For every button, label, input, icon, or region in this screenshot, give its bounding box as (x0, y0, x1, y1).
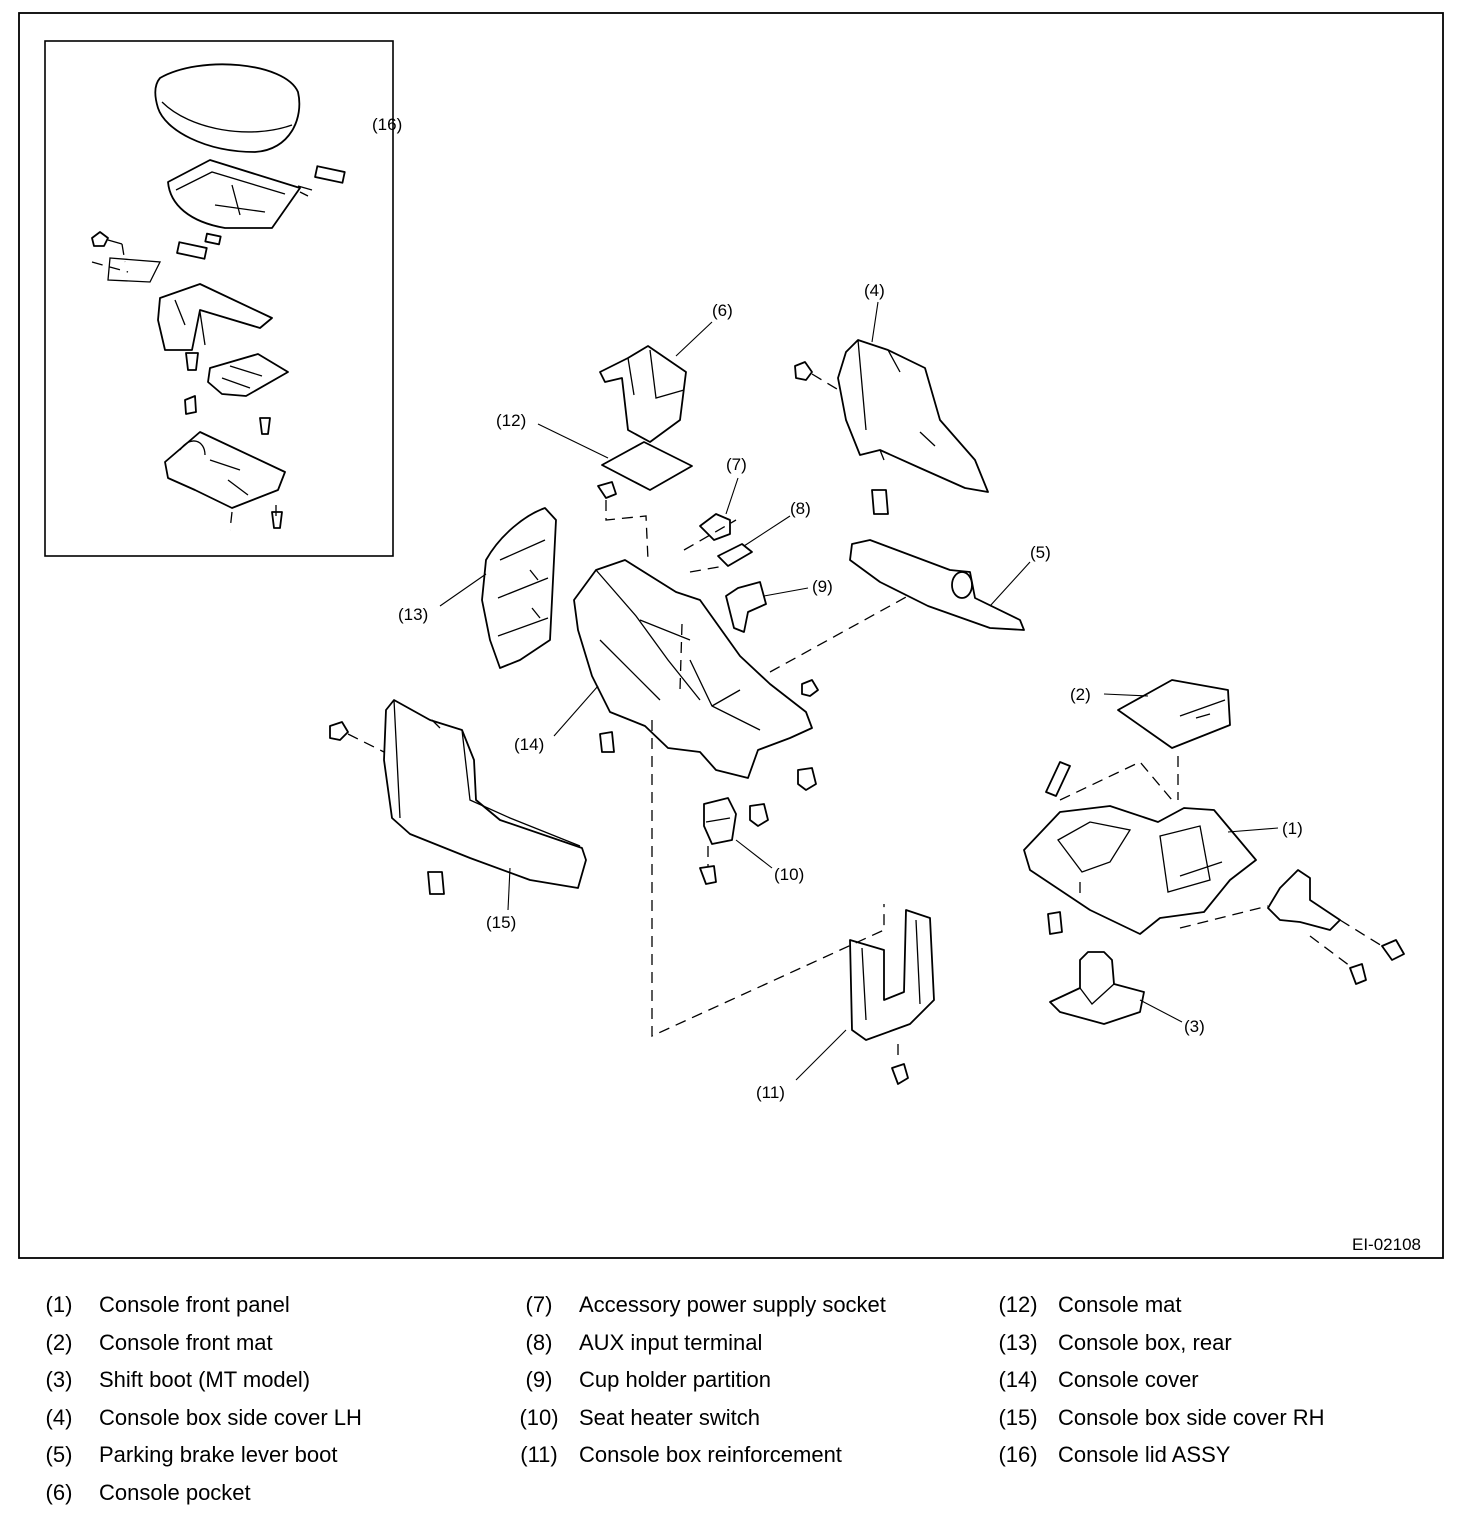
seat-heater-screw (699, 865, 717, 885)
legend-part-name: Console mat (1058, 1292, 1182, 1317)
lh-cover-clip (871, 489, 889, 515)
legend-part-name: Console cover (1058, 1367, 1199, 1392)
legend-number: (10) (519, 1404, 559, 1430)
legend-number: (7) (525, 1292, 553, 1317)
callout-4: (4) (864, 281, 885, 300)
rh-cover-clip (427, 871, 445, 895)
callout-3: (3) (1184, 1017, 1205, 1036)
parts-legend: (1) Console front panel (2) Console front … (0, 1290, 1472, 1515)
callout-10: (10) (774, 865, 804, 884)
aux-terminal-part (717, 543, 753, 567)
legend-part-name: AUX input terminal (579, 1329, 763, 1355)
callout-12: (12) (496, 411, 526, 430)
parking-brake-boot-part (849, 539, 1025, 631)
console-cover-front-screw (801, 679, 819, 697)
console-box-side-cover-lh-part (837, 339, 989, 493)
console-pocket-part (599, 345, 687, 443)
front-panel-clip (1047, 911, 1063, 935)
legend-part-name: Console box, rear (1058, 1329, 1232, 1355)
legend-number: (15) (998, 1404, 1038, 1430)
callout-2: (2) (1070, 685, 1091, 704)
accessory-socket-part (699, 513, 731, 541)
console-box-side-cover-rh-part (383, 699, 587, 889)
rh-cover-screw (329, 721, 349, 741)
cup-holder-partition-part (725, 581, 767, 633)
legend-number: (14) (998, 1367, 1038, 1392)
console-cover-rear-screw (597, 481, 617, 499)
legend-part-name: Parking brake lever boot (99, 1442, 338, 1467)
figure-id: EI-02108 (1352, 1235, 1421, 1254)
lh-cover-screw (794, 361, 813, 381)
bracket-clip (1381, 939, 1405, 961)
callout-14: (14) (514, 735, 544, 754)
console-mat-part (601, 441, 693, 491)
shift-boot-part (1049, 951, 1145, 1025)
legend-number: (1) (45, 1292, 73, 1317)
legend-number: (12) (998, 1292, 1038, 1317)
legend-number: (3) (45, 1367, 73, 1392)
reinforcement-screw (891, 1063, 909, 1085)
console-cover-push-clip (797, 767, 817, 791)
seat-heater-push-clip (749, 803, 769, 827)
legend-part-name: Console box reinforcement (579, 1442, 842, 1467)
callout-16: (16) (372, 115, 402, 134)
legend-number: (6) (45, 1479, 73, 1505)
console-cover-clip (599, 731, 615, 753)
legend-part-name: Accessory power supply socket (579, 1292, 886, 1317)
legend-number: (2) (45, 1329, 73, 1355)
legend-part-name: Console front panel (99, 1292, 290, 1317)
console-box-rear-part (481, 507, 557, 669)
console-lid-inset-frame (44, 40, 394, 557)
callout-7: (7) (726, 455, 747, 474)
console-front-panel-part (1023, 805, 1257, 935)
legend-number: (8) (525, 1329, 553, 1355)
legend-number: (13) (998, 1329, 1038, 1355)
legend-number: (11) (520, 1442, 558, 1467)
callout-13: (13) (398, 605, 428, 624)
front-panel-bracket-part (1267, 869, 1341, 931)
legend-part-name: Cup holder partition (579, 1367, 772, 1392)
callout-9: (9) (812, 577, 833, 596)
seat-heater-switch-part (703, 797, 737, 845)
legend-number: (4) (45, 1404, 73, 1430)
legend-number: (16) (998, 1442, 1038, 1467)
callout-11: (11) (756, 1083, 785, 1102)
callout-5: (5) (1030, 543, 1051, 562)
callout-labels: (16) (6) (4) (12) (7) (8) (9) (5) (13) (… (372, 115, 1303, 1102)
legend-part-name: Seat heater switch (579, 1404, 760, 1430)
diagram-frame (18, 12, 1444, 1259)
legend-part-name: Console box side cover RH (1058, 1404, 1325, 1430)
legend-part-name: Console box side cover LH (99, 1404, 362, 1430)
bracket-screw (1349, 963, 1367, 985)
callout-6: (6) (712, 301, 733, 320)
console-front-mat-part (1117, 679, 1231, 749)
callout-8: (8) (790, 499, 811, 518)
legend-part-name: Console lid ASSY (1058, 1442, 1231, 1467)
legend-part-name: Console front mat (99, 1329, 273, 1355)
legend-part-name: Console pocket (99, 1479, 251, 1505)
exploded-parts-diagram: (16) (6) (4) (12) (7) (8) (9) (5) (13) (… (18, 12, 1444, 1259)
callout-15: (15) (486, 913, 516, 932)
callout-1: (1) (1282, 819, 1303, 838)
legend-part-name: Shift boot (MT model) (99, 1367, 311, 1392)
legend-number: (9) (525, 1367, 553, 1392)
shift-indicator-part (1045, 761, 1071, 797)
legend-number: (5) (45, 1442, 73, 1467)
console-cover-part (573, 559, 813, 779)
console-lid-assy-parts (91, 63, 346, 531)
console-box-reinforcement-part (849, 909, 935, 1041)
